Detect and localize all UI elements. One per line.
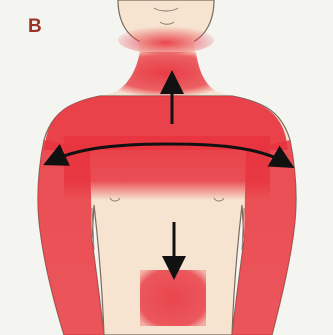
pain-upper-chest (64, 136, 270, 200)
pain-regions (38, 26, 296, 335)
pain-epigastric (140, 270, 206, 326)
pain-neck (100, 52, 232, 98)
panel-label: B (28, 17, 42, 36)
pain-jaw (118, 26, 214, 54)
